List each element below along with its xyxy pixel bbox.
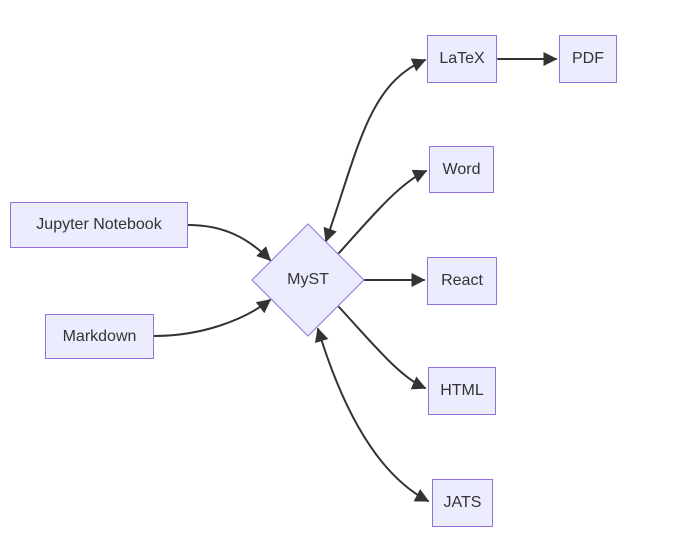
node-jats-label: JATS (443, 494, 482, 511)
node-react-label: React (441, 272, 483, 289)
node-latex: LaTeX (427, 35, 497, 83)
node-word: Word (429, 146, 494, 193)
node-pdf-label: PDF (572, 50, 604, 67)
edge-jupyter-to-myst (187, 224, 271, 261)
node-myst-label: MyST (287, 271, 329, 288)
node-html-label: HTML (440, 382, 484, 399)
node-jupyter-notebook-label: Jupyter Notebook (36, 216, 162, 233)
node-html: HTML (428, 367, 496, 415)
node-jupyter-notebook: Jupyter Notebook (10, 202, 188, 248)
node-word-label: Word (442, 160, 481, 178)
node-markdown-label: Markdown (62, 327, 137, 345)
edge-markdown-to-myst (153, 299, 272, 337)
node-pdf: PDF (559, 35, 617, 83)
node-latex-label: LaTeX (439, 50, 485, 67)
node-jats: JATS (432, 479, 493, 527)
edge-myst-latex-bidirectional (323, 58, 427, 243)
edge-myst-to-word (338, 169, 428, 254)
node-markdown: Markdown (45, 314, 154, 359)
edge-myst-jats-bidirectional (314, 327, 430, 502)
node-myst-diamond (251, 223, 365, 337)
node-react: React (427, 257, 497, 305)
